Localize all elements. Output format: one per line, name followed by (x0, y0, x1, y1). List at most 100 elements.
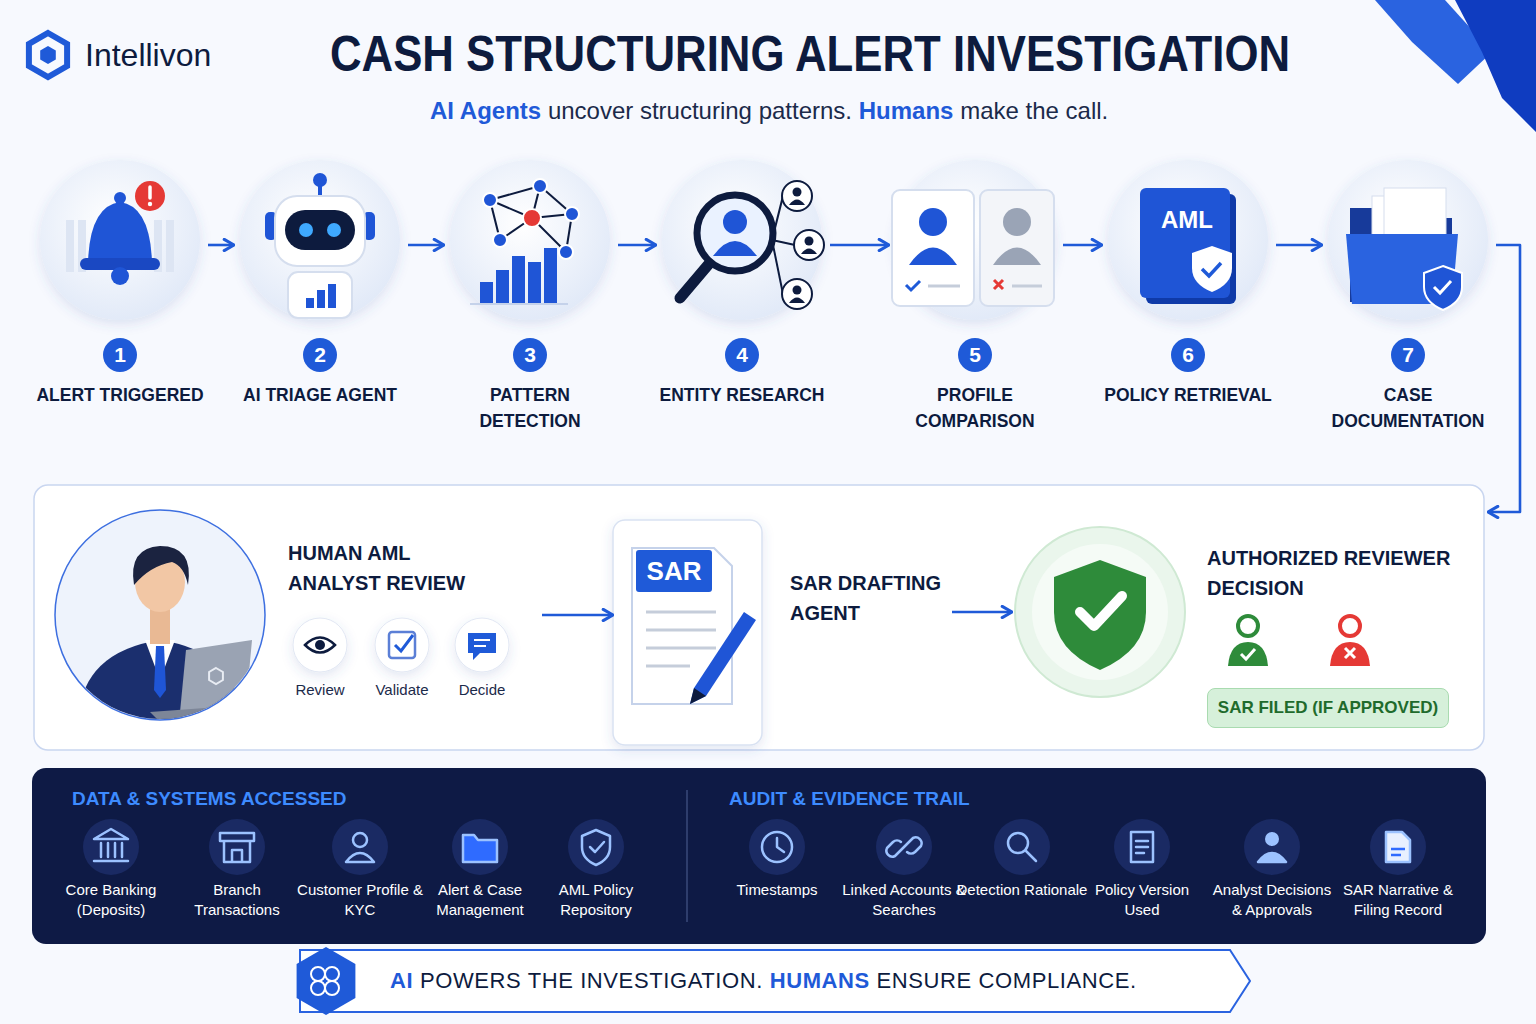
flow-arrow (542, 614, 613, 617)
brain-icon (311, 967, 325, 981)
system-item-label: Analyst Decisions & Approvals (1206, 880, 1338, 920)
band-heading: AUDIT & EVIDENCE TRAIL (729, 786, 1129, 812)
alert-mark (148, 187, 152, 198)
network-node (533, 179, 547, 193)
number-badge (303, 338, 337, 372)
icon-circle (1114, 819, 1170, 875)
person-head (723, 210, 747, 234)
chat-icon (468, 633, 496, 660)
logo-hexagon (29, 33, 67, 77)
callout-number: 1 (103, 338, 137, 372)
caption-banner (300, 950, 1250, 1012)
brain-icon (325, 981, 339, 995)
shield-glow (1032, 544, 1168, 680)
pillar (66, 220, 74, 272)
person-icon (353, 833, 367, 847)
clock-icon (762, 832, 792, 862)
network-node (523, 209, 541, 227)
user-badge (794, 230, 824, 260)
shield-circle (1015, 527, 1185, 697)
user-head (793, 188, 802, 197)
system-item-label: Branch Transactions (171, 880, 303, 920)
person-head (1003, 208, 1031, 236)
pillar (166, 220, 174, 272)
text-line (646, 629, 716, 632)
icon-circle (749, 819, 805, 875)
brand-name: Intellivon (85, 33, 305, 77)
search-icon (1008, 833, 1028, 853)
icon-circle (568, 819, 624, 875)
sar-drafting-node: SAR SAR DRAFTING AGENT (613, 520, 952, 745)
caption-word: ENSURE (877, 968, 979, 993)
document-tab-label: SAR (636, 550, 712, 592)
store-icon (220, 833, 254, 862)
document-page (632, 548, 732, 704)
tie (154, 646, 166, 698)
callout-number: 6 (1171, 338, 1205, 372)
link-icon (886, 837, 921, 856)
system-item-label: Linked Accounts & Searches (838, 880, 970, 920)
caption: AI POWERS THE INVESTIGATION. HUMANS ENSU… (390, 964, 1137, 998)
caption-word: THE (528, 968, 581, 993)
icon-circle (455, 618, 509, 672)
book-label: AML (1149, 205, 1225, 235)
laptop-base (150, 705, 256, 722)
step-node: CASE DOCUMENTATION (1322, 160, 1496, 442)
step-circle (450, 160, 610, 320)
user-icon (1265, 832, 1279, 846)
user-icon (1258, 853, 1286, 862)
user-badge (782, 181, 812, 211)
step-title: CASE DOCUMENTATION (1322, 382, 1494, 434)
subtitle-part: Humans (859, 94, 954, 128)
antenna-tip (313, 173, 327, 187)
doc-icon (1131, 832, 1153, 862)
search-icon (1026, 851, 1036, 861)
flow-arrow (1488, 245, 1520, 512)
folder-icon (463, 835, 497, 862)
system-item-label: Core Banking (Deposits) (45, 880, 177, 920)
subtitle: AI Agentsuncover structuring patterns.Hu… (0, 94, 1536, 128)
bar (480, 282, 493, 304)
check-mark (395, 635, 413, 651)
clock-icon (777, 838, 784, 852)
flow-arrow (830, 244, 889, 247)
flow-arrow (1063, 244, 1102, 247)
panel-heading: SAR DRAFTING AGENT (790, 568, 950, 628)
callout-number: 5 (958, 338, 992, 372)
caption-word: COMPLIANCE. (979, 968, 1137, 993)
step-title: AI TRIAGE AGENT (234, 382, 406, 408)
bar (317, 290, 325, 308)
number-badge (958, 338, 992, 372)
file-icon (1386, 832, 1410, 862)
text-line (646, 665, 690, 668)
avatar-circle (55, 510, 265, 720)
subtitle-part: uncover structuring patterns. (548, 94, 852, 128)
icon-circle (293, 618, 347, 672)
document-card (613, 520, 762, 745)
band-divider (686, 790, 688, 922)
bank-icon (94, 829, 128, 861)
icon-circle (209, 819, 265, 875)
systems-band-ground (32, 768, 1486, 944)
caption-word: INVESTIGATION. (580, 968, 770, 993)
icon-circle (332, 819, 388, 875)
person-body (909, 248, 957, 266)
alert-mark (148, 202, 152, 206)
step-node: PROFILE COMPARISON (889, 160, 1063, 442)
network-node (493, 233, 507, 247)
link-line (772, 240, 783, 294)
flow-arrow (1276, 244, 1322, 247)
step-title: POLICY RETRIEVAL (1102, 382, 1274, 408)
document-tab (636, 550, 712, 592)
pencil-icon (690, 612, 756, 704)
brain-icon (325, 967, 339, 981)
icon-circle (1244, 819, 1300, 875)
user-head (793, 286, 802, 295)
analyst-figure (78, 546, 256, 722)
shield-icon (582, 830, 610, 865)
number-badge (1171, 338, 1205, 372)
checkbox-icon (389, 632, 415, 658)
callout-number: 4 (725, 338, 759, 372)
magnifier-lens (697, 195, 773, 271)
